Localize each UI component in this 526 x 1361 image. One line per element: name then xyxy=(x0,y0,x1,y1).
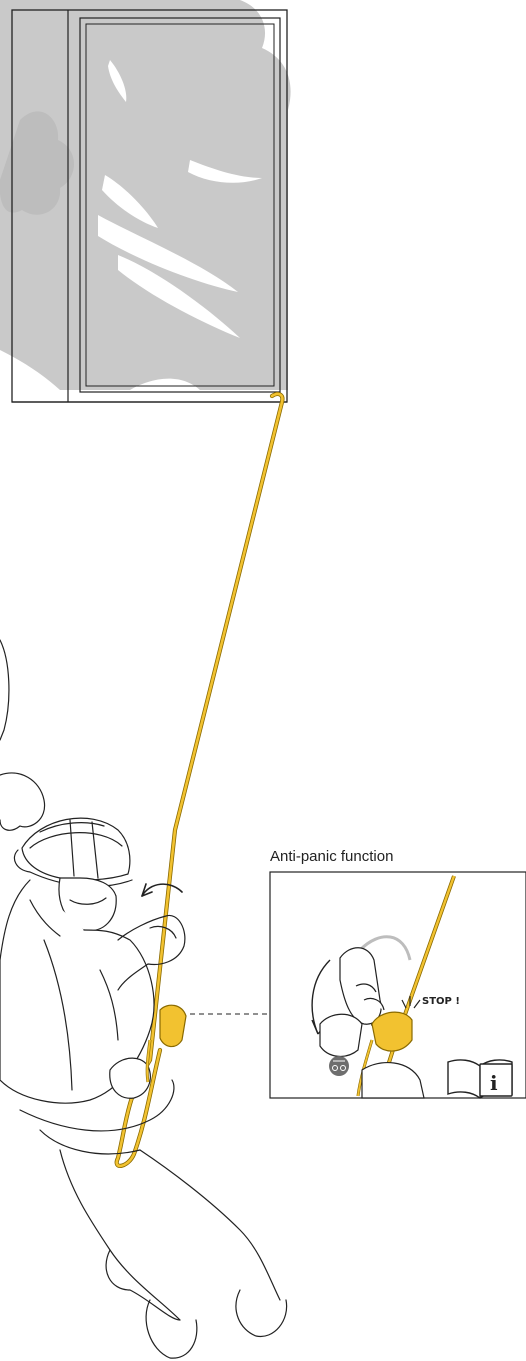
left-hand xyxy=(110,1058,151,1098)
inset-sleeve xyxy=(320,1014,362,1056)
rescuer-figure xyxy=(0,640,287,1358)
info-letter: i xyxy=(490,1071,498,1095)
device-badge-icon xyxy=(329,1056,349,1076)
manual-info-icon: i xyxy=(448,1060,512,1098)
inset-device xyxy=(372,1012,412,1051)
helmet xyxy=(22,818,130,880)
building-window xyxy=(0,0,291,402)
stop-label: STOP ! xyxy=(422,996,460,1007)
legs xyxy=(60,1150,280,1320)
boot xyxy=(146,1300,197,1358)
inset-panel: STOP ! i xyxy=(270,872,526,1098)
left-edge-figure xyxy=(0,640,9,740)
